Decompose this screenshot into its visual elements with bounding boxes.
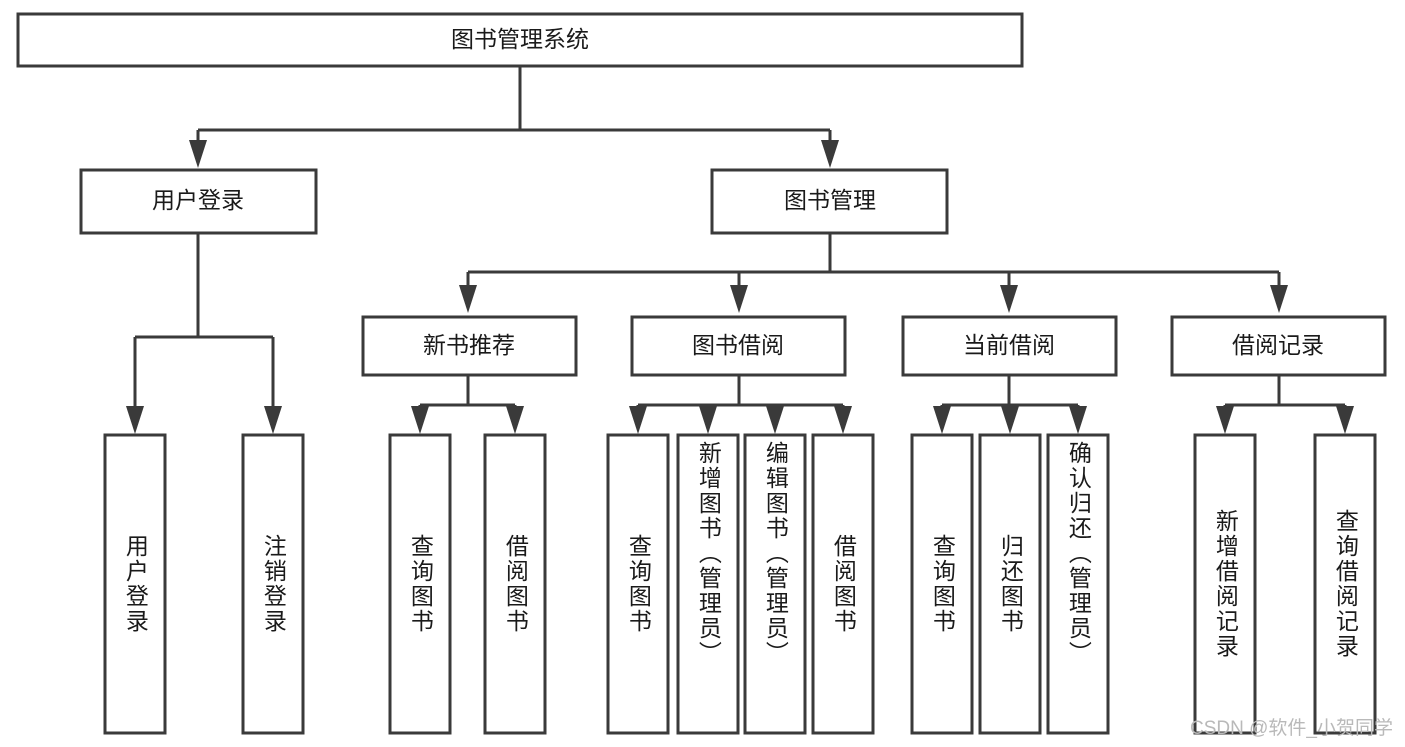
node-current-borrow-label: 当前借阅: [963, 332, 1055, 358]
connector-currentborrow-to-leaves: [933, 375, 1087, 434]
node-current-borrow-box[interactable]: [901, 315, 1118, 377]
arrowhead-l3-3: [1000, 285, 1018, 313]
node-new-book-recommend-label: 新书推荐: [423, 332, 515, 358]
arrowhead-bb-2: [699, 406, 717, 434]
leaf-box-nb-query-book[interactable]: [388, 433, 452, 735]
arrowhead-l3-1: [459, 285, 477, 313]
node-user-login-box[interactable]: [79, 168, 318, 235]
node-user-login[interactable]: 用户登录: [79, 168, 318, 235]
node-borrow-record[interactable]: 借阅记录: [1170, 315, 1387, 377]
leaf-box-user-login[interactable]: [103, 433, 167, 735]
node-book-borrow[interactable]: 图书借阅: [630, 315, 847, 377]
arrowhead-nb-1: [411, 406, 429, 434]
node-current-borrow[interactable]: 当前借阅: [901, 315, 1118, 377]
leaf-box-bb-borrow-book[interactable]: [811, 433, 875, 735]
connector-borrowrecord-to-leaves: [1216, 375, 1354, 434]
node-book-management-box[interactable]: [710, 168, 949, 235]
arrowhead-ul-2: [264, 406, 282, 434]
node-root[interactable]: 图书管理系统: [16, 12, 1024, 68]
leaf-box-logout[interactable]: [241, 433, 305, 735]
arrowhead-ul-1: [126, 406, 144, 434]
node-new-book-recommend[interactable]: 新书推荐: [361, 315, 578, 377]
node-user-login-label: 用户登录: [152, 187, 244, 213]
leaf-box-cb-return-book[interactable]: [978, 433, 1042, 735]
arrowhead-cb-2: [1001, 406, 1019, 434]
leaf-box-br-add-record[interactable]: [1193, 433, 1257, 735]
leaf-box-nb-borrow-book[interactable]: [483, 433, 547, 735]
arrowhead-cb-1: [933, 406, 951, 434]
node-root-label: 图书管理系统: [451, 26, 589, 52]
leaf-box-bb-query-book[interactable]: [606, 433, 670, 735]
connector-bookmgmt-to-level3: [459, 233, 1288, 313]
arrowhead-bookmgmt: [821, 140, 839, 168]
arrowhead-bb-3: [766, 406, 784, 434]
leaf-box-cb-confirm-return[interactable]: [1046, 433, 1110, 735]
csdn-watermark: CSDN @软件_小贺同学: [1190, 718, 1393, 739]
node-root-box[interactable]: [16, 12, 1024, 68]
node-book-borrow-box[interactable]: [630, 315, 847, 377]
connector-newbook-to-leaves: [411, 375, 524, 434]
arrowhead-l3-4: [1270, 285, 1288, 313]
leaf-box-br-query-record[interactable]: [1313, 433, 1377, 735]
leaf-box-cb-query-book[interactable]: [910, 433, 974, 735]
connector-userlogin-to-leaves: [126, 233, 282, 434]
leaf-box-bb-add-book[interactable]: [676, 433, 740, 735]
arrowhead-l3-2: [730, 285, 748, 313]
connector-root-to-level2: [189, 66, 839, 168]
node-book-management[interactable]: 图书管理: [710, 168, 949, 235]
node-borrow-record-box[interactable]: [1170, 315, 1387, 377]
arrowhead-cb-3: [1069, 406, 1087, 434]
arrowhead-br-2: [1336, 406, 1354, 434]
arrowhead-br-1: [1216, 406, 1234, 434]
arrowhead-nb-2: [506, 406, 524, 434]
arrowhead-bb-1: [629, 406, 647, 434]
leaf-box-bb-edit-book[interactable]: [743, 433, 807, 735]
node-new-book-recommend-box[interactable]: [361, 315, 578, 377]
node-borrow-record-label: 借阅记录: [1232, 332, 1324, 358]
connector-bookborrow-to-leaves: [629, 375, 852, 434]
arrowhead-bb-4: [834, 406, 852, 434]
arrowhead-userlogin: [189, 140, 207, 168]
leaf-boxes: [103, 433, 1377, 735]
node-book-management-label: 图书管理: [784, 187, 876, 213]
node-book-borrow-label: 图书借阅: [692, 332, 784, 358]
